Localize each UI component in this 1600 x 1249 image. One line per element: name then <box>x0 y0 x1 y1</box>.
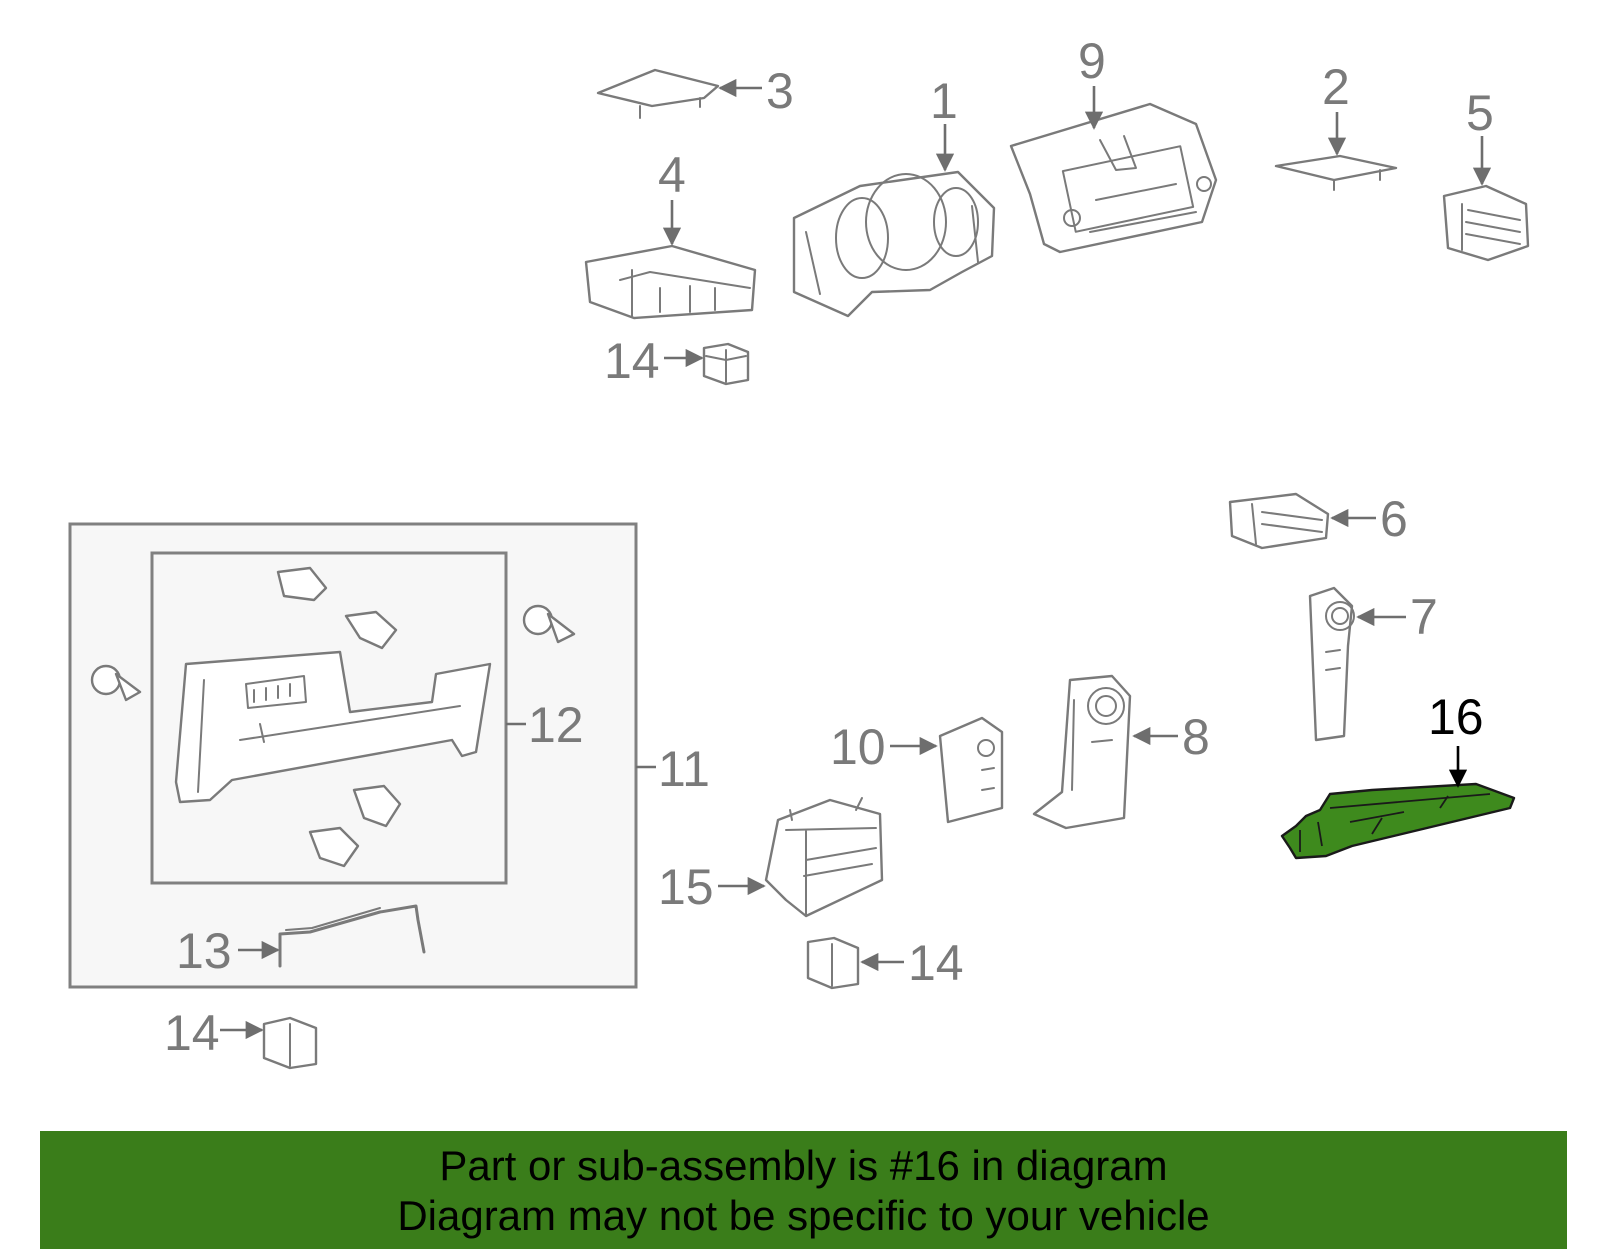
callout-4: 4 <box>658 147 686 203</box>
part-5-vent[interactable] <box>1442 184 1530 262</box>
clip-b <box>344 610 398 650</box>
clip-d <box>308 826 360 868</box>
push-clip-left <box>90 664 142 702</box>
callout-10: 10 <box>830 719 886 775</box>
part-13-rod[interactable] <box>278 904 426 968</box>
part-9-center-bezel[interactable] <box>1009 102 1218 254</box>
callout-8: 8 <box>1182 709 1210 765</box>
part-16-highlighted-panel[interactable] <box>1280 782 1516 860</box>
callout-13: 13 <box>176 923 232 979</box>
callout-16: 16 <box>1428 689 1484 745</box>
callout-14-top: 14 <box>604 333 660 389</box>
callout-1: 1 <box>930 73 958 129</box>
callout-14-mid: 14 <box>908 935 964 991</box>
callout-3: 3 <box>766 63 794 119</box>
part-14-clip-top[interactable] <box>702 342 750 386</box>
part-6-vent[interactable] <box>1228 492 1330 550</box>
callout-11: 11 <box>658 741 710 797</box>
part-1-cluster-bezel[interactable] <box>792 170 996 318</box>
callout-12: 12 <box>528 697 584 753</box>
callout-7: 7 <box>1410 589 1438 645</box>
part-14-clip-mid[interactable] <box>806 936 860 990</box>
push-clip-right <box>522 604 576 644</box>
part-7-garnish[interactable] <box>1308 586 1355 742</box>
part-12-lower-panel[interactable] <box>174 650 492 804</box>
clip-a <box>276 566 328 602</box>
part-15-box-bracket[interactable] <box>764 797 884 918</box>
part-8-garnish[interactable] <box>1032 674 1132 830</box>
part-3-tray[interactable] <box>596 68 720 119</box>
banner-line-2: Diagram may not be specific to your vehi… <box>397 1192 1210 1239</box>
clip-c <box>352 784 402 828</box>
callout-9: 9 <box>1078 33 1106 89</box>
part-10-switch-panel[interactable] <box>938 716 1004 824</box>
group-box-12 <box>150 551 508 885</box>
callout-5: 5 <box>1466 85 1494 141</box>
part-14-clip-bottom[interactable] <box>262 1016 318 1070</box>
part-2-panel[interactable] <box>1274 154 1398 191</box>
notice-banner: Part or sub-assembly is #16 in diagram D… <box>40 1131 1567 1249</box>
callout-14-bottom: 14 <box>164 1005 220 1061</box>
banner-line-1: Part or sub-assembly is #16 in diagram <box>439 1142 1168 1189</box>
part-4-bracket[interactable] <box>584 244 757 320</box>
callout-15: 15 <box>658 859 714 915</box>
callout-2: 2 <box>1322 59 1350 115</box>
callout-6: 6 <box>1380 491 1408 547</box>
